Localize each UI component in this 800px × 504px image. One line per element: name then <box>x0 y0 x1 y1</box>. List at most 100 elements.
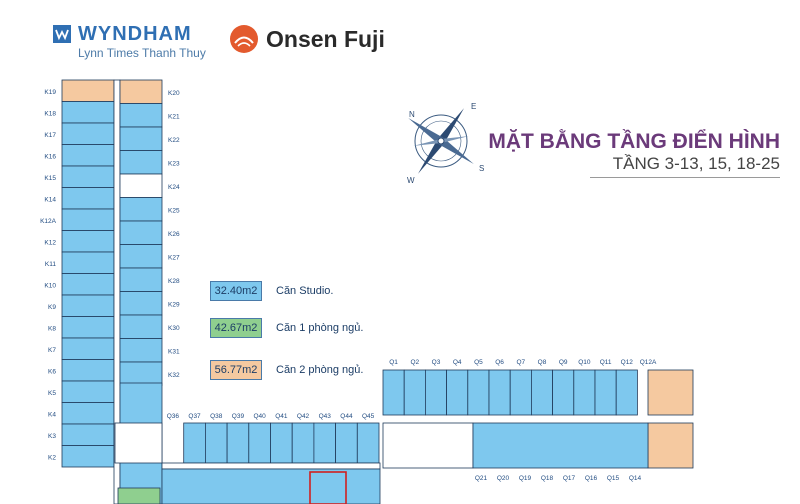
title-divider <box>590 177 780 178</box>
plan-floors: TẦNG 3-13, 15, 18-25 <box>612 154 780 173</box>
unit-q40 <box>248 422 271 464</box>
plan-title: MẶT BẰNG TẦNG ĐIỂN HÌNH <box>488 130 780 153</box>
unit-k18 <box>61 101 115 124</box>
unit-q11 <box>594 369 617 416</box>
unit-k22 <box>119 126 163 151</box>
unit-q4 <box>446 369 469 416</box>
unit-label-k21: K21 <box>168 113 180 120</box>
unit-label-k24: K24 <box>168 184 180 191</box>
legend-one-bed-swatch: 42.67m2 <box>210 318 262 338</box>
unit-label-q37: Q37 <box>188 413 201 420</box>
unit-q1 <box>382 369 405 416</box>
unit-label-k15: K15 <box>44 175 56 182</box>
unit-label-k31: K31 <box>168 348 180 355</box>
unit-k2 <box>61 445 115 468</box>
unit-label-k28: K28 <box>168 278 180 285</box>
unit-q12a <box>647 369 694 416</box>
unit-label-q44: Q44 <box>340 413 353 420</box>
unit-label-q17: Q17 <box>563 475 576 482</box>
unit-label-q8: Q8 <box>538 359 547 366</box>
wyndham-logo-icon <box>53 25 71 43</box>
unit-label-k3: K3 <box>48 433 56 440</box>
unit-k11 <box>61 251 115 274</box>
unit-q38 <box>204 422 228 464</box>
unit-k21 <box>119 103 163 128</box>
unit-q41 <box>270 422 293 464</box>
unit-label-k18: K18 <box>44 110 56 117</box>
unit-label-k9: K9 <box>48 304 56 311</box>
unit-label-k14: K14 <box>44 196 56 203</box>
unit-label-k27: K27 <box>168 254 180 261</box>
unit-q44 <box>335 422 358 464</box>
compass-rose-icon: N E S W <box>407 102 484 185</box>
unit-label-q38: Q38 <box>210 413 223 420</box>
unit-q3 <box>424 369 447 416</box>
unit-label-k16: K16 <box>44 153 56 160</box>
q-left-lower-row <box>161 468 381 504</box>
compass-n: N <box>409 110 415 119</box>
unit-label-q15: Q15 <box>607 475 620 482</box>
unit-label-q41: Q41 <box>275 413 288 420</box>
unit-label-q19: Q19 <box>519 475 532 482</box>
unit-k32 <box>119 361 163 386</box>
unit-label-k12a: K12A <box>40 218 57 225</box>
unit-label-k11: K11 <box>45 261 56 268</box>
unit-q6 <box>488 369 511 416</box>
q-right-lower-row <box>472 422 649 469</box>
unit-label-q4: Q4 <box>453 359 462 366</box>
unit-k6 <box>61 359 115 382</box>
legend-studio-swatch: 32.40m2 <box>210 281 262 301</box>
unit-label-q20: Q20 <box>497 475 510 482</box>
unit-label-q36: Q36 <box>167 413 180 420</box>
unit-k16 <box>61 144 115 167</box>
unit-q10 <box>573 369 596 416</box>
unit-label-q11: Q11 <box>600 359 612 366</box>
compass-w: W <box>407 176 415 185</box>
unit-label-q40: Q40 <box>254 413 267 420</box>
unit-q5 <box>467 369 490 416</box>
unit-q9 <box>552 369 575 416</box>
legend-one-bed-label: Căn 1 phòng ngủ. <box>276 322 364 334</box>
unit-q37 <box>183 422 206 464</box>
unit-q8 <box>531 369 554 416</box>
unit-k9 <box>61 294 115 317</box>
unit-label-k22: K22 <box>168 137 180 144</box>
unit-label-q10: Q10 <box>578 359 591 366</box>
unit-q14 <box>647 422 694 469</box>
unit-label-q16: Q16 <box>585 475 598 482</box>
unit-k7 <box>61 337 115 360</box>
wyndham-subtitle: Lynn Times Thanh Thuy <box>78 46 206 60</box>
compass-s: S <box>479 164 484 173</box>
legend-two-bed-swatch: 56.77m2 <box>210 360 262 380</box>
unit-q43 <box>313 422 336 464</box>
unit-label-q3: Q3 <box>432 359 441 366</box>
stair-core-left <box>114 422 163 464</box>
unit-k15 <box>61 165 115 188</box>
unit-k1-green <box>117 487 161 504</box>
unit-k10 <box>61 273 115 296</box>
unit-label-k12: K12 <box>44 239 56 246</box>
unit-k12a <box>61 208 115 231</box>
unit-label-k8: K8 <box>48 325 56 332</box>
unit-label-q6: Q6 <box>495 359 504 366</box>
unit-label-k6: K6 <box>48 368 56 375</box>
unit-label-q12: Q12 <box>621 359 634 366</box>
unit-label-q21: Q21 <box>475 475 488 482</box>
legend-two-bed-label: Căn 2 phòng ngủ. <box>276 364 364 376</box>
unit-k19 <box>61 79 115 102</box>
wyndham-brand: WYNDHAM <box>78 23 192 45</box>
unit-q7 <box>509 369 532 416</box>
unit-label-k23: K23 <box>168 160 180 167</box>
unit-label-k17: K17 <box>44 132 56 139</box>
unit-k17 <box>61 122 115 145</box>
unit-q2 <box>403 369 426 416</box>
unit-k5 <box>61 380 115 403</box>
unit-k25 <box>119 197 163 222</box>
unit-label-q42: Q42 <box>297 413 310 420</box>
unit-k24 <box>119 173 163 198</box>
unit-label-q14: Q14 <box>629 475 642 482</box>
unit-label-k20: K20 <box>168 90 180 97</box>
unit-k8 <box>61 316 115 339</box>
highlighted-unit-frame <box>309 471 347 504</box>
